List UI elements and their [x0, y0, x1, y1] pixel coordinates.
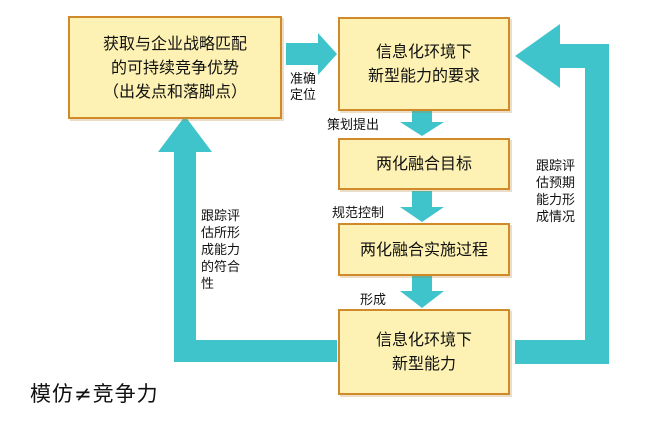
box-origin: 获取与企业战略匹配 的可持续竞争优势 （出发点和落脚点）: [68, 16, 282, 119]
arrow-form: [400, 276, 444, 308]
arrow-plan-propose: [400, 110, 444, 136]
label-track-left: 跟踪评 估所形 成能力 的符合 性: [201, 209, 241, 292]
footer-caption: 模仿≠竞争力: [30, 382, 159, 406]
box-requirements: 信息化环境下 新型能力的要求: [338, 17, 510, 111]
label-accurate-positioning: 准确 定位: [290, 72, 317, 103]
arrow-accurate-positioning: [286, 33, 337, 75]
label-form: 形成: [360, 293, 387, 308]
label-plan-propose: 策划提出: [327, 118, 380, 133]
arrow-feedback-left: [158, 116, 337, 362]
arrow-standardize-control: [400, 191, 444, 222]
label-standardize-control: 规范控制: [332, 206, 385, 221]
box-process: 两化融合实施过程: [338, 223, 510, 276]
arrow-feedback-right: [515, 24, 609, 364]
box-target: 两化融合目标: [338, 138, 510, 190]
label-track-right: 跟踪评 估预期 能力形 成情况: [536, 159, 576, 225]
box-capability: 信息化环境下 新型能力: [338, 309, 510, 395]
